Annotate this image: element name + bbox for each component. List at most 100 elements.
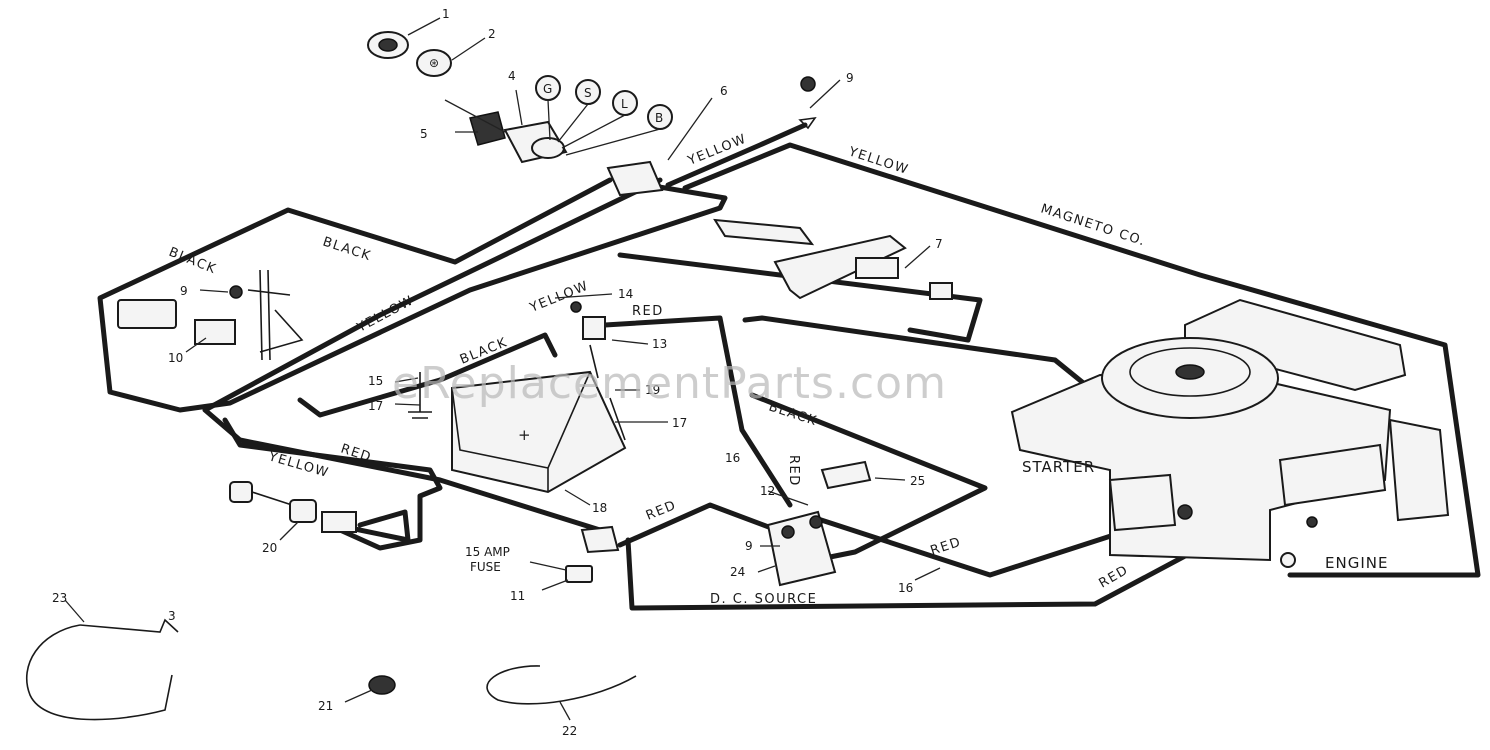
callout-5: 5 bbox=[420, 127, 428, 141]
callout-1: 1 bbox=[442, 7, 450, 21]
callout-13: 13 bbox=[652, 337, 667, 351]
connector-end-b bbox=[321, 511, 357, 533]
left-leaders bbox=[185, 289, 229, 353]
leader-16-lower bbox=[914, 567, 941, 581]
wire-black-ground bbox=[749, 392, 988, 563]
fuse-assembly: 15 AMP FUSE 11 bbox=[465, 525, 620, 603]
callout-9-solenoid: 9 bbox=[745, 539, 753, 553]
screw-9-tip bbox=[798, 116, 817, 130]
callout-3: 3 bbox=[168, 609, 176, 623]
switch-terminal-block bbox=[531, 137, 565, 159]
loose-parts: 23 3 21 22 bbox=[25, 591, 637, 738]
leader-22 bbox=[559, 701, 571, 721]
label-red-right: RED bbox=[929, 535, 964, 559]
callout-14: 14 bbox=[618, 287, 633, 301]
wire-23-end bbox=[79, 618, 179, 633]
callout-16-lower: 16 bbox=[898, 581, 913, 595]
callout-19: 19 bbox=[645, 383, 660, 397]
engine-label: ENGINE bbox=[1325, 554, 1388, 572]
callout-2: 2 bbox=[488, 27, 496, 41]
leader-20 bbox=[279, 521, 299, 541]
solenoid-post-b bbox=[809, 515, 823, 529]
bracket-assembly-7: 7 bbox=[713, 218, 953, 300]
label-red-vertical: RED bbox=[786, 455, 801, 487]
bracket-switch bbox=[855, 257, 899, 279]
ground-15 bbox=[408, 372, 432, 419]
label-black-left: BLACK bbox=[167, 245, 219, 278]
switch-10 bbox=[194, 319, 236, 345]
label-black-top: BLACK bbox=[321, 235, 373, 265]
terminal-g-label: G bbox=[543, 82, 552, 96]
callout-22: 22 bbox=[562, 724, 577, 738]
wire-yellow-switch bbox=[665, 122, 808, 188]
solenoid-post-a bbox=[781, 525, 795, 539]
switch-connector-6 bbox=[606, 160, 664, 197]
starter-label: STARTER bbox=[1022, 458, 1095, 476]
ignition-switch-assembly: ⊛ G S L B 1 2 4 5 6 9 bbox=[367, 7, 854, 197]
wire-yellow-diagonal bbox=[202, 177, 663, 533]
leader-23 bbox=[64, 599, 85, 623]
battery-cables bbox=[589, 344, 626, 441]
callout-17-left: 17 bbox=[368, 399, 383, 413]
leader-21 bbox=[344, 689, 373, 703]
terminal-b-label: B bbox=[655, 111, 663, 125]
callout-11: 11 bbox=[510, 589, 525, 603]
engine-side-panel bbox=[1278, 443, 1387, 507]
callout-16-upper: 16 bbox=[725, 451, 740, 465]
wire-22 bbox=[486, 665, 637, 705]
callout-21: 21 bbox=[318, 699, 333, 713]
starter-terminal bbox=[1177, 504, 1193, 520]
fuse-holder bbox=[580, 525, 620, 554]
bracket-plate bbox=[773, 234, 907, 300]
battery-edges bbox=[451, 371, 591, 492]
air-cleaner-nut bbox=[1175, 364, 1205, 380]
engine-ground-bolt bbox=[1306, 516, 1318, 528]
plunger-switch bbox=[247, 269, 304, 361]
relay-25 bbox=[820, 460, 872, 490]
callout-6: 6 bbox=[720, 84, 728, 98]
callout-24: 24 bbox=[730, 565, 745, 579]
leader-25 bbox=[874, 477, 906, 481]
battery-assembly: + 14 13 15 17 17 19 18 bbox=[368, 287, 687, 515]
fuse-11 bbox=[565, 565, 593, 583]
wire-black-battery bbox=[297, 332, 558, 418]
callout-17-right: 17 bbox=[672, 416, 687, 430]
clip-21 bbox=[368, 675, 396, 695]
switch-key-5 bbox=[469, 111, 506, 146]
connector-end-a bbox=[229, 481, 253, 503]
callout-7: 7 bbox=[935, 237, 943, 251]
leader-7 bbox=[904, 245, 931, 269]
bolt-14 bbox=[570, 301, 582, 313]
callout-4: 4 bbox=[508, 69, 516, 83]
terminal-leaders bbox=[547, 99, 661, 156]
wire-yellow-magneto bbox=[682, 142, 1481, 578]
callout-9-top: 9 bbox=[846, 71, 854, 85]
screw-9-top bbox=[800, 76, 816, 92]
label-red-top: RED bbox=[632, 304, 664, 319]
left-switch-assembly: 9 10 bbox=[117, 269, 304, 365]
wire-red-battery bbox=[602, 315, 793, 508]
connector-lead bbox=[251, 491, 293, 506]
bracket-plug bbox=[929, 282, 953, 300]
engine-muffler bbox=[1388, 418, 1450, 522]
fuse-amp-label: 15 AMP bbox=[465, 545, 510, 559]
callout-18: 18 bbox=[592, 501, 607, 515]
inline-connector-assembly: 20 bbox=[229, 481, 357, 555]
fuse-label: FUSE bbox=[470, 560, 501, 574]
engine-ground-lug bbox=[1280, 552, 1296, 568]
starter-motor bbox=[1108, 473, 1177, 532]
bracket-rod bbox=[713, 218, 815, 246]
label-yellow-mid: YELLOW bbox=[527, 278, 591, 316]
switch-nut-1-hole bbox=[378, 38, 398, 52]
callout-15: 15 bbox=[368, 374, 383, 388]
switch-leaders bbox=[407, 17, 841, 161]
callout-23: 23 bbox=[52, 591, 67, 605]
wire-23 bbox=[25, 624, 173, 721]
label-dc-source: D. C. SOURCE bbox=[710, 592, 817, 607]
callout-20: 20 bbox=[262, 541, 277, 555]
engine-assembly: STARTER ENGINE bbox=[1010, 298, 1450, 572]
wire-yellow-connector bbox=[347, 509, 411, 543]
air-cleaner-ring bbox=[1129, 347, 1251, 397]
callout-10: 10 bbox=[168, 351, 183, 365]
battery-leaders bbox=[394, 293, 668, 506]
